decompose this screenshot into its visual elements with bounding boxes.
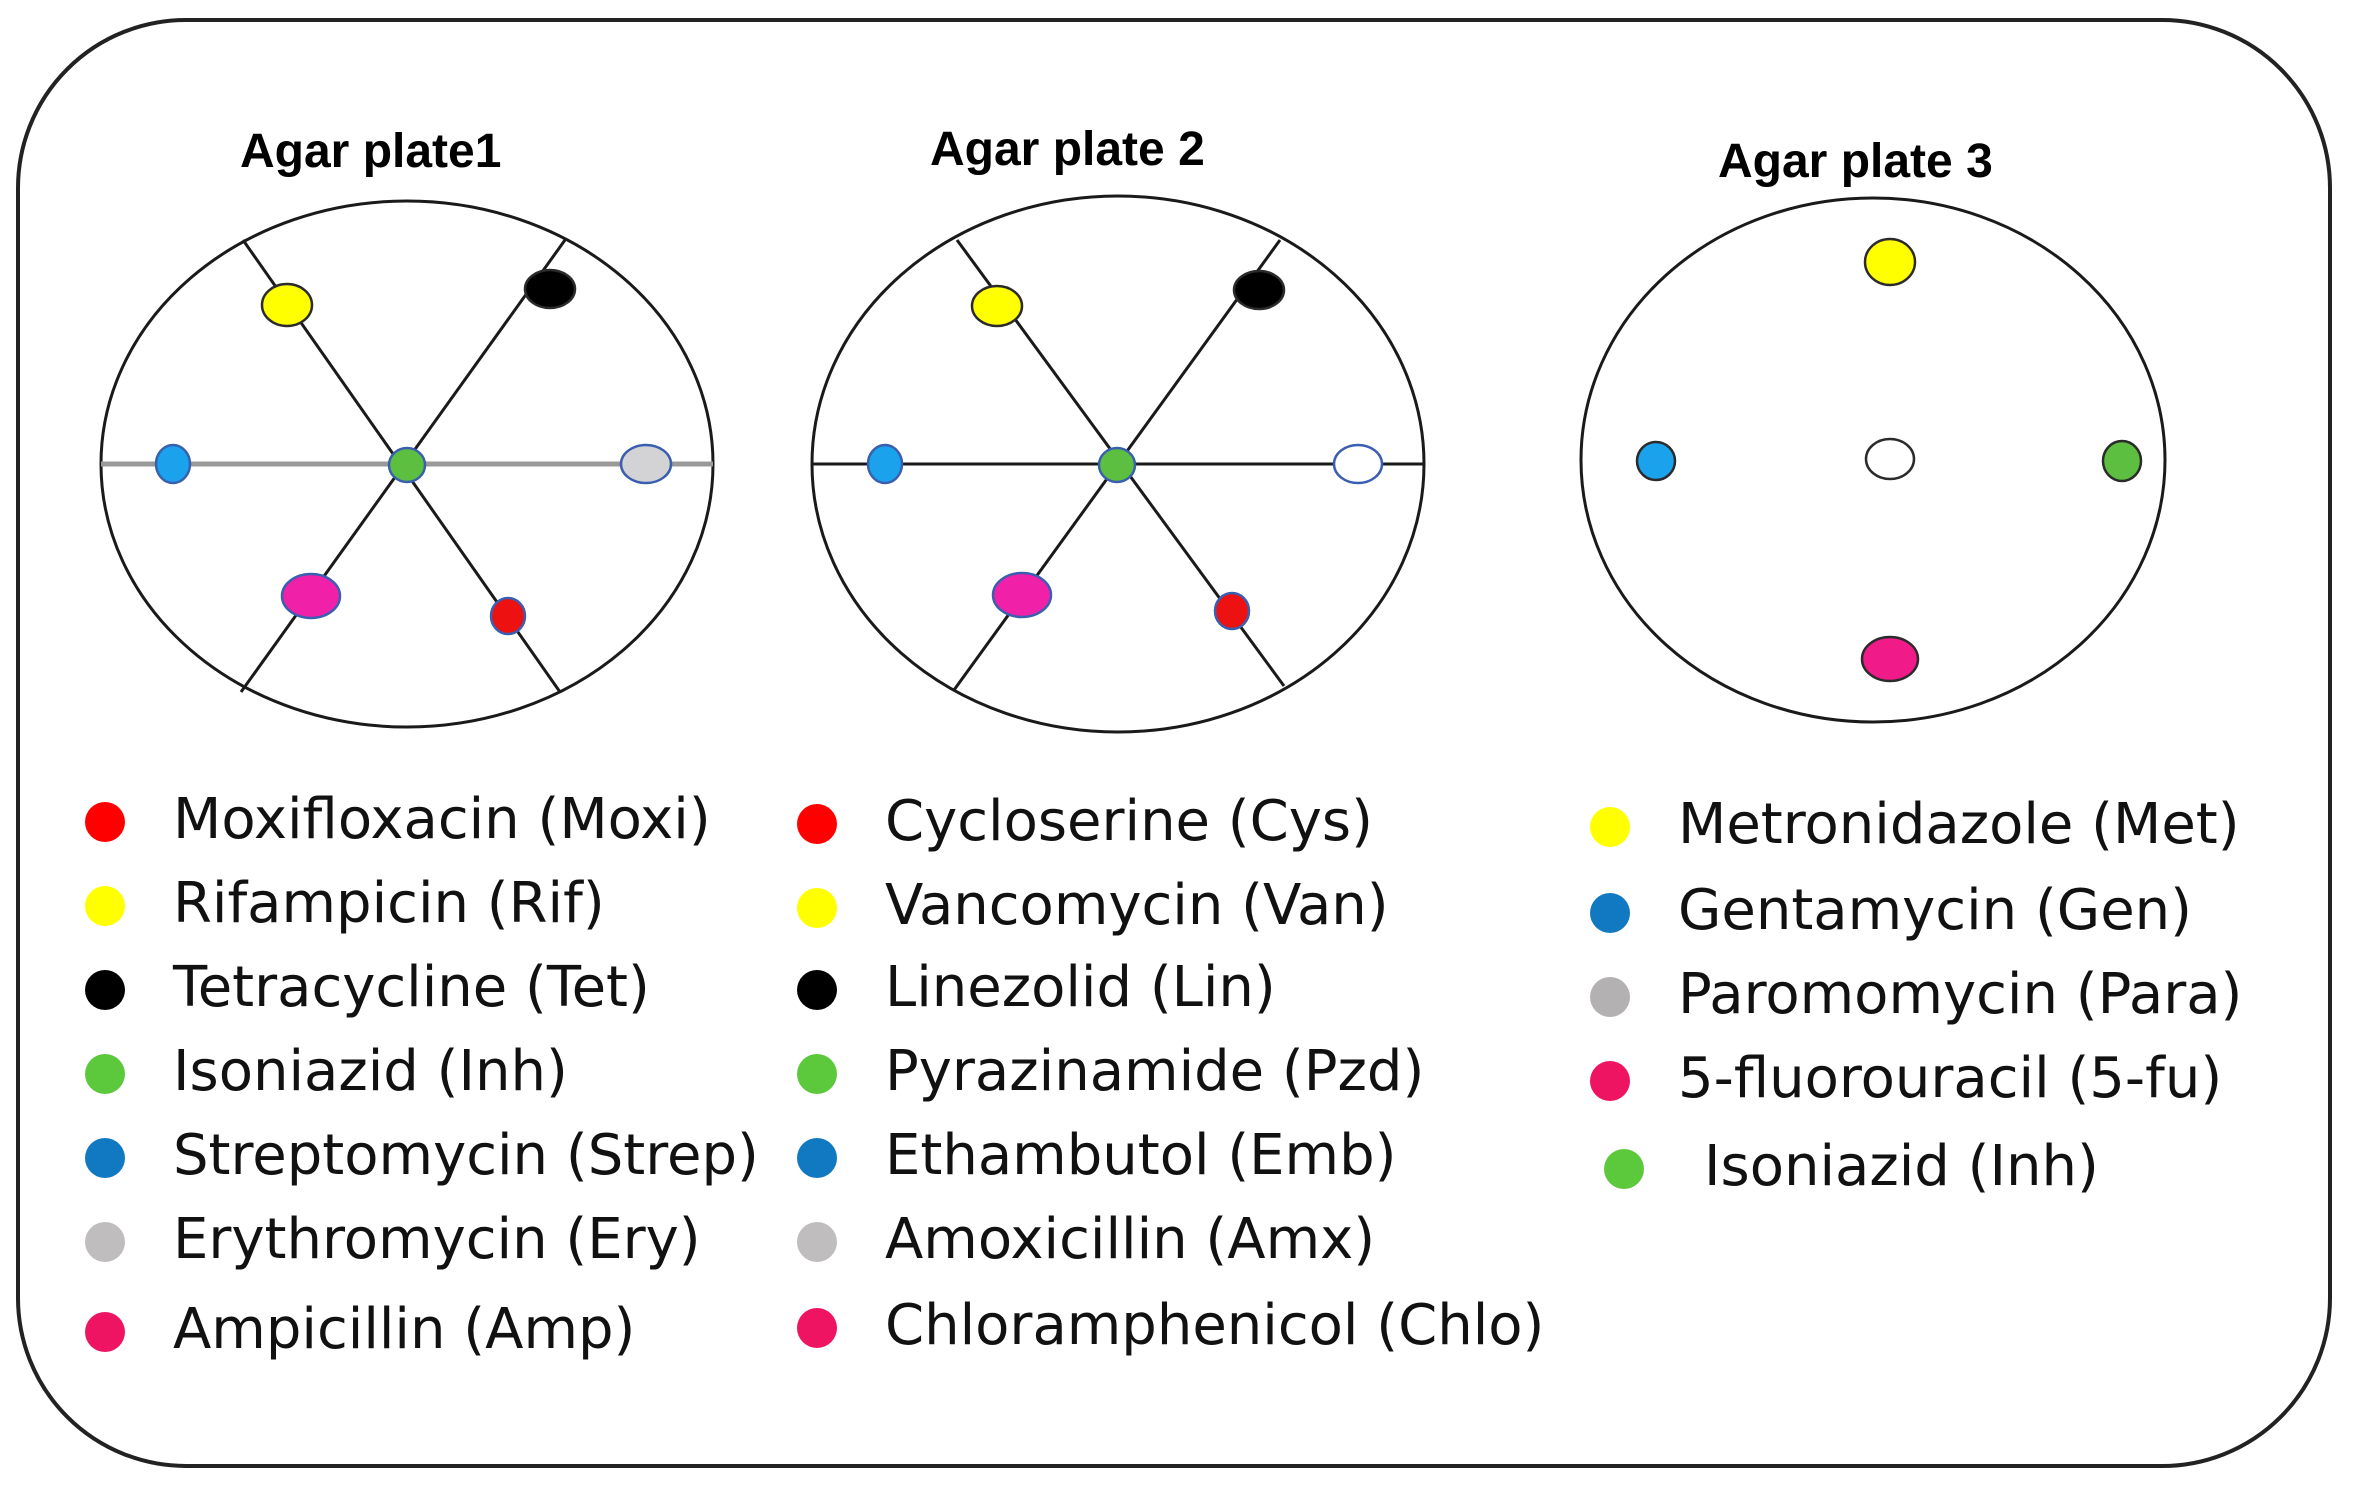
legend-dot — [85, 1138, 125, 1178]
legend-dot — [85, 1054, 125, 1094]
legend-dot — [85, 1222, 125, 1262]
plate-3-title: Agar plate 3 — [1718, 135, 1993, 188]
legend-label: Amoxicillin (Amx) — [885, 1207, 1376, 1272]
legend-label: Tetracycline (Tet) — [173, 955, 650, 1020]
legend-dot — [1604, 1149, 1644, 1189]
agar-plate-3 — [1579, 196, 2167, 724]
plate-1-disc-moxifloxacin — [489, 596, 527, 636]
plate-2-disc-pyrazinamide — [1097, 446, 1137, 484]
plate-1-disc-streptomycin — [154, 443, 192, 485]
legend-label: Chloramphenicol (Chlo) — [885, 1293, 1545, 1358]
legend-dot — [797, 1138, 837, 1178]
plate-2-disc-ethambutol — [866, 443, 904, 485]
plate-1-disc-rifampicin — [260, 282, 314, 328]
legend-dot — [85, 970, 125, 1010]
plate-3-disc-metronidazole — [1863, 237, 1917, 287]
legend-label: Metronidazole (Met) — [1678, 792, 2240, 857]
plate-2-title: Agar plate 2 — [930, 123, 1205, 176]
legend-label: Rifampicin (Rif) — [173, 871, 605, 936]
legend-dot — [1590, 1061, 1630, 1101]
legend-dot — [1590, 807, 1630, 847]
legend-label: Erythromycin (Ery) — [173, 1207, 701, 1272]
plate-2-disc-amoxicillin — [1332, 443, 1384, 485]
plate-3-disc-gentamycin — [1635, 440, 1677, 482]
diagram-frame — [16, 18, 2332, 1468]
legend-label: Cycloserine (Cys) — [885, 789, 1373, 854]
legend-label: Vancomycin (Van) — [885, 873, 1389, 938]
legend-label: Gentamycin (Gen) — [1678, 878, 2192, 943]
plate-2-disc-chloramphenicol — [991, 571, 1053, 619]
legend-dot — [797, 804, 837, 844]
legend-label: 5-fluorouracil (5-fu) — [1678, 1046, 2223, 1111]
plate-2-disc-cycloserine — [1213, 591, 1251, 631]
plate-3-disc-paromomycin — [1864, 437, 1916, 481]
legend-label: Streptomycin (Strep) — [173, 1123, 759, 1188]
legend-label: Ethambutol (Emb) — [885, 1123, 1397, 1188]
legend-dot — [85, 802, 125, 842]
legend-label: Moxifloxacin (Moxi) — [173, 787, 711, 852]
legend-label: Isoniazid (Inh) — [1704, 1134, 2099, 1199]
legend-label: Paromomycin (Para) — [1678, 962, 2243, 1027]
legend-dot — [1590, 977, 1630, 1017]
legend-dot — [85, 1312, 125, 1352]
plate-2-disc-linezolid — [1232, 269, 1286, 311]
plate-1-disc-tetracycline — [523, 268, 577, 310]
plate-3-disc-isoniazid — [2101, 439, 2143, 483]
plate-2-disc-vancomycin — [970, 284, 1024, 328]
legend-label: Pyrazinamide (Pzd) — [885, 1039, 1425, 1104]
agar-plate-2 — [810, 194, 1426, 734]
legend-dot — [797, 888, 837, 928]
legend-dot — [85, 886, 125, 926]
legend-dot — [1590, 893, 1630, 933]
plate-1-disc-erythromycin — [619, 443, 673, 485]
plate-1-disc-isoniazid — [387, 446, 427, 484]
plate-1-disc-ampicillin — [280, 572, 342, 620]
agar-plate-1 — [99, 199, 715, 729]
legend-dot — [797, 970, 837, 1010]
legend-label: Isoniazid (Inh) — [173, 1039, 568, 1104]
plate-1-title: Agar plate1 — [240, 125, 502, 178]
legend-dot — [797, 1222, 837, 1262]
legend-label: Ampicillin (Amp) — [173, 1297, 636, 1362]
plate-3-disc-5-fluorouracil — [1860, 635, 1920, 683]
legend-dot — [797, 1308, 837, 1348]
legend-label: Linezolid (Lin) — [885, 955, 1276, 1020]
legend-dot — [797, 1054, 837, 1094]
